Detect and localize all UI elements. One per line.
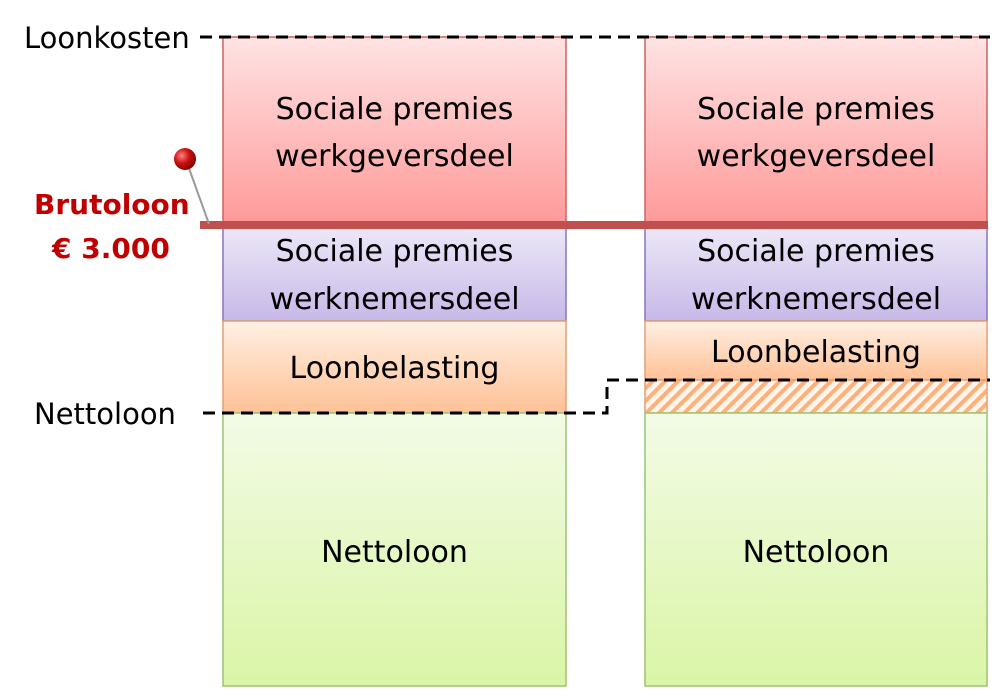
segment-label: Nettoloon	[321, 535, 468, 570]
segment-label: werkgeversdeel	[697, 139, 936, 174]
loonkosten-label: Loonkosten	[24, 21, 190, 55]
segment-label: werknemersdeel	[269, 282, 519, 317]
brutoloon-amount: € 3.000	[51, 232, 170, 265]
pin-icon	[174, 148, 210, 225]
segment-werkgeversdeel: Sociale premies werkgeversdeel	[644, 36, 988, 224]
segment-loonbelasting: Loonbelasting	[222, 320, 567, 414]
segment-label: Sociale premies	[276, 92, 514, 127]
hatched-difference-band	[644, 379, 988, 414]
segment-label: werkgeversdeel	[275, 139, 514, 174]
column-1: Sociale premies werkgeversdeel Sociale p…	[222, 36, 567, 687]
segment-label: werknemersdeel	[691, 282, 941, 317]
segment-werkgeversdeel: Sociale premies werkgeversdeel	[222, 36, 567, 224]
segment-label: Sociale premies	[697, 234, 935, 269]
nettoloon-label: Nettoloon	[34, 397, 176, 431]
segment-label: Loonbelasting	[711, 335, 921, 370]
column-2: Sociale premies werkgeversdeel Sociale p…	[644, 36, 988, 687]
nettoloon-dashed-line	[203, 378, 990, 415]
segment-loonbelasting: Loonbelasting	[644, 320, 988, 381]
segment-nettoloon: Nettoloon	[644, 412, 988, 687]
segment-label: Loonbelasting	[290, 351, 500, 386]
brutoloon-label: Brutoloon	[34, 188, 190, 221]
segment-nettoloon: Nettoloon	[222, 412, 567, 687]
segment-werknemersdeel: Sociale premies werknemersdeel	[222, 222, 567, 322]
segment-label: Sociale premies	[697, 92, 935, 127]
segment-label: Sociale premies	[276, 234, 514, 269]
segment-label: Nettoloon	[743, 535, 890, 570]
segment-werknemersdeel: Sociale premies werknemersdeel	[644, 222, 988, 322]
